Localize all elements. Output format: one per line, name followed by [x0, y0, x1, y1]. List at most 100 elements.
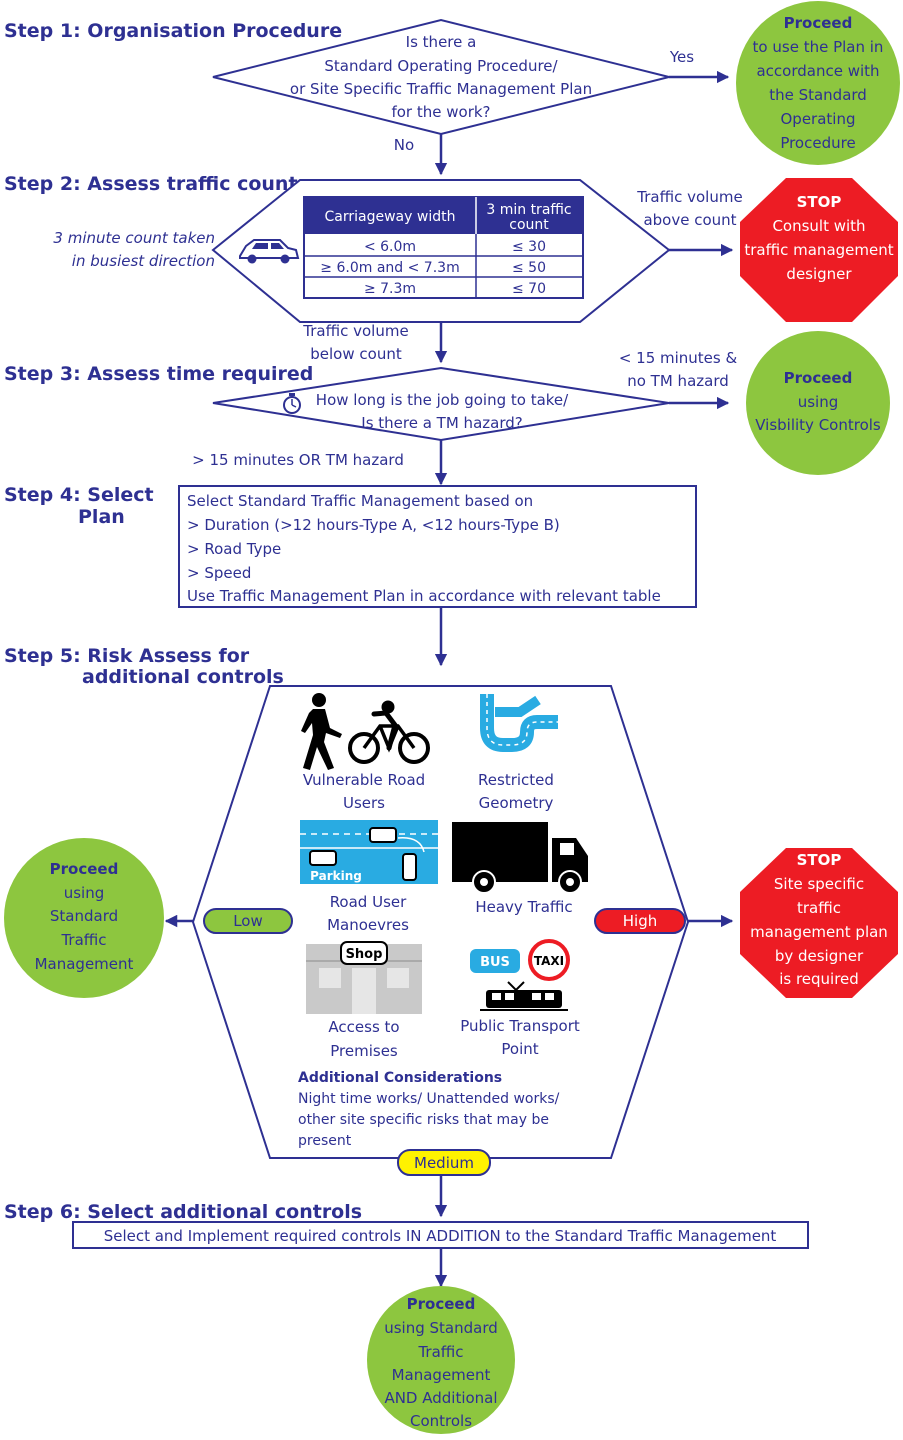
risk-high-pill: High	[594, 908, 686, 934]
step3-proceed-circle: Proceed using Visbility Controls	[746, 331, 890, 475]
hazard-label-line: Vulnerable Road	[303, 771, 425, 789]
step1-question-line: for the work?	[391, 103, 490, 121]
step4-plan-line: > Speed	[187, 564, 251, 582]
step6-proceed-line: using Standard	[384, 1319, 498, 1337]
step6-proceed-line: Traffic	[417, 1343, 463, 1361]
step5-stop-line: Site specific	[774, 875, 864, 893]
step1-no-label: No	[394, 136, 414, 154]
step3-heading: Step 3: Assess time required	[4, 363, 313, 385]
hazard-label-line: Road User	[330, 893, 407, 911]
step2-stop-line: designer	[786, 265, 852, 283]
step1-proceed-line: Operating	[781, 110, 856, 128]
truck-icon	[452, 822, 588, 894]
step5-stop-line: management plan	[750, 923, 888, 941]
hazard-label: Road User Manoevres	[327, 893, 409, 934]
step5-stop-line: by designer	[775, 947, 864, 965]
step4-plan-line: > Duration (>12 hours-Type A, <12 hours-…	[187, 516, 560, 534]
table-cell: ≥ 7.3m	[364, 281, 416, 297]
hazard-label-line: Point	[501, 1040, 538, 1058]
step3-short-label: no TM hazard	[627, 372, 729, 390]
step1-question-line: or Site Specific Traffic Management Plan	[290, 80, 592, 98]
stopwatch-icon	[283, 393, 301, 414]
additional-considerations-title: Additional Considerations	[298, 1070, 502, 1086]
hazard-label-line: Restricted	[478, 771, 554, 789]
step1-question-line: Standard Operating Procedure/	[324, 57, 558, 75]
step6-proceed-line: AND Additional	[384, 1389, 497, 1407]
step5-proceed-circle: Proceed using Standard Traffic Managemen…	[4, 838, 164, 998]
step5-proceed-line: using	[64, 884, 105, 902]
parking-badge: Parking	[310, 869, 362, 883]
risk-high-label: High	[623, 912, 657, 930]
step5-proceed-title: Proceed	[50, 860, 119, 878]
step1-yes-label: Yes	[669, 48, 694, 66]
additional-considerations-line: Night time works/ Unattended works/	[298, 1091, 560, 1107]
step3-short-label: < 15 minutes &	[619, 349, 738, 367]
step4-plan-line: Select Standard Traffic Management based…	[187, 492, 533, 510]
step4-plan-box	[178, 485, 697, 608]
shop-badge: Shop	[346, 947, 383, 962]
step6-proceed-line: Management	[392, 1366, 491, 1384]
hazard-label-line: Users	[343, 794, 385, 812]
hazard-label: Vulnerable Road Users	[303, 771, 425, 812]
car-icon	[239, 239, 300, 264]
step6-proceed-line: Controls	[410, 1412, 472, 1430]
hazard-label-line: Geometry	[479, 794, 554, 812]
table-cell: ≥ 6.0m and < 7.3m	[320, 260, 459, 276]
step3-long-label: > 15 minutes OR TM hazard	[192, 451, 404, 469]
step5-stop-octagon: STOP Site specific traffic management pl…	[740, 848, 898, 998]
step6-proceed-title: Proceed	[407, 1295, 476, 1313]
step2-stop-line: Consult with	[772, 217, 865, 235]
step1-question: Is there a Standard Operating Procedure/…	[290, 33, 592, 121]
step1-proceed-circle: Proceed to use the Plan in accordance wi…	[736, 1, 900, 165]
winding-road-icon	[480, 694, 558, 752]
table-cell: < 6.0m	[364, 239, 416, 255]
step5-stop-line: traffic	[797, 899, 841, 917]
step3-proceed-line: Visbility Controls	[755, 416, 881, 434]
additional-considerations-line: present	[298, 1133, 352, 1149]
table-header-width: Carriageway width	[325, 209, 456, 225]
step6-controls-box	[72, 1221, 809, 1249]
table-cell: ≤ 70	[512, 281, 546, 297]
step4-heading: Plan	[78, 506, 125, 528]
taxi-badge: TAXI	[534, 954, 564, 968]
additional-considerations: Additional Considerations Night time wor…	[298, 1070, 560, 1149]
parking-manoeuvre-icon: Parking	[300, 820, 438, 884]
step4-heading: Step 4: Select	[4, 484, 154, 506]
step1-question-line: Is there a	[406, 33, 477, 51]
step6-proceed-circle: Proceed using Standard Traffic Managemen…	[367, 1286, 515, 1434]
hazard-label: Restricted Geometry	[478, 771, 554, 812]
hazard-label-line: Manoevres	[327, 916, 409, 934]
step3-proceed-line: using	[798, 393, 839, 411]
step5-proceed-line: Management	[35, 955, 134, 973]
step2-side-note: 3 minute count taken in busiest directio…	[53, 229, 215, 270]
risk-low-pill: Low	[203, 908, 293, 934]
traffic-count-table: Carriageway width 3 min traffic count < …	[303, 196, 584, 299]
additional-considerations-line: other site specific risks that may be	[298, 1112, 549, 1128]
step2-stop-line: traffic management	[744, 241, 893, 259]
step4-plan-line: > Road Type	[187, 540, 281, 558]
step3-question-line: Is there a TM hazard?	[361, 414, 522, 432]
step5-heading: Step 5: Risk Assess for	[4, 645, 250, 667]
step5-stop-line: is required	[779, 970, 859, 988]
hazard-label: Access to Premises	[328, 1018, 399, 1060]
step2-side-note-line: in busiest direction	[72, 252, 215, 270]
step2-stop-octagon: STOP Consult with traffic management des…	[740, 178, 898, 322]
step4-plan-text: Select Standard Traffic Management based…	[187, 492, 661, 605]
step6-controls-text: Select and Implement required controls I…	[104, 1227, 777, 1245]
shopfront-icon: Shop	[306, 941, 422, 1014]
hazard-label-line: Heavy Traffic	[475, 898, 572, 916]
step1-heading: Step 1: Organisation Procedure	[4, 20, 342, 42]
risk-medium-pill: Medium	[397, 1149, 491, 1176]
step2-side-note-line: 3 minute count taken	[53, 229, 215, 247]
step2-below-label: Traffic volume	[302, 322, 408, 340]
risk-low-label: Low	[233, 912, 263, 930]
hazard-label: Public Transport Point	[460, 1017, 580, 1058]
table-header-count: count	[509, 217, 549, 233]
step5-stop-title: STOP	[797, 851, 842, 869]
table-cell: ≤ 50	[512, 260, 546, 276]
bus-badge: BUS	[480, 955, 510, 970]
bus-taxi-tram-icon: BUS TAXI	[470, 939, 570, 1011]
step1-proceed-line: the Standard	[769, 86, 867, 104]
step2-below-label: below count	[310, 345, 402, 363]
